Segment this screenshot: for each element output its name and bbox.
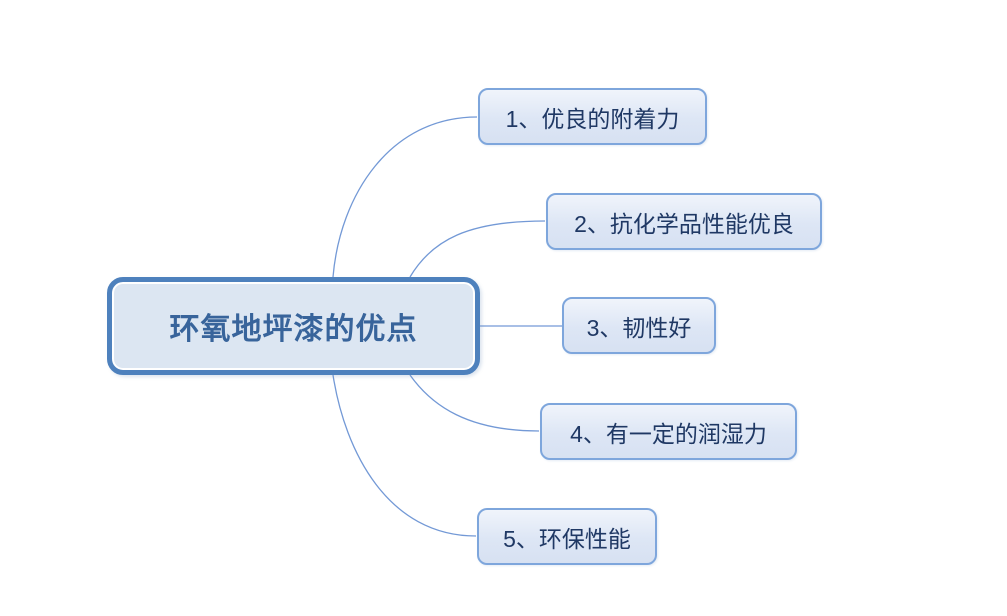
branch-node-3[interactable]: 3、韧性好: [562, 297, 716, 354]
connector-branch-2: [409, 220, 546, 278]
branch-label-3: 3、韧性好: [586, 314, 692, 341]
connector-branch-4: [409, 374, 540, 432]
branch-label-1: 1、优良的附着力: [505, 105, 680, 132]
root-topic-node[interactable]: 环氧地坪漆的优点: [107, 277, 480, 375]
branch-node-1[interactable]: 1、优良的附着力: [478, 88, 707, 145]
connector-branch-1: [332, 116, 478, 278]
branch-label-2: 2、抗化学品性能优良: [574, 210, 794, 237]
branch-label-5: 5、环保性能: [503, 525, 631, 552]
root-topic-label: 环氧地坪漆的优点: [169, 313, 418, 346]
branch-node-2[interactable]: 2、抗化学品性能优良: [546, 193, 822, 250]
branch-label-4: 4、有一定的润湿力: [570, 420, 767, 447]
branch-node-5[interactable]: 5、环保性能: [477, 508, 657, 565]
connector-branch-5: [332, 374, 477, 537]
branch-node-4[interactable]: 4、有一定的润湿力: [540, 403, 797, 460]
